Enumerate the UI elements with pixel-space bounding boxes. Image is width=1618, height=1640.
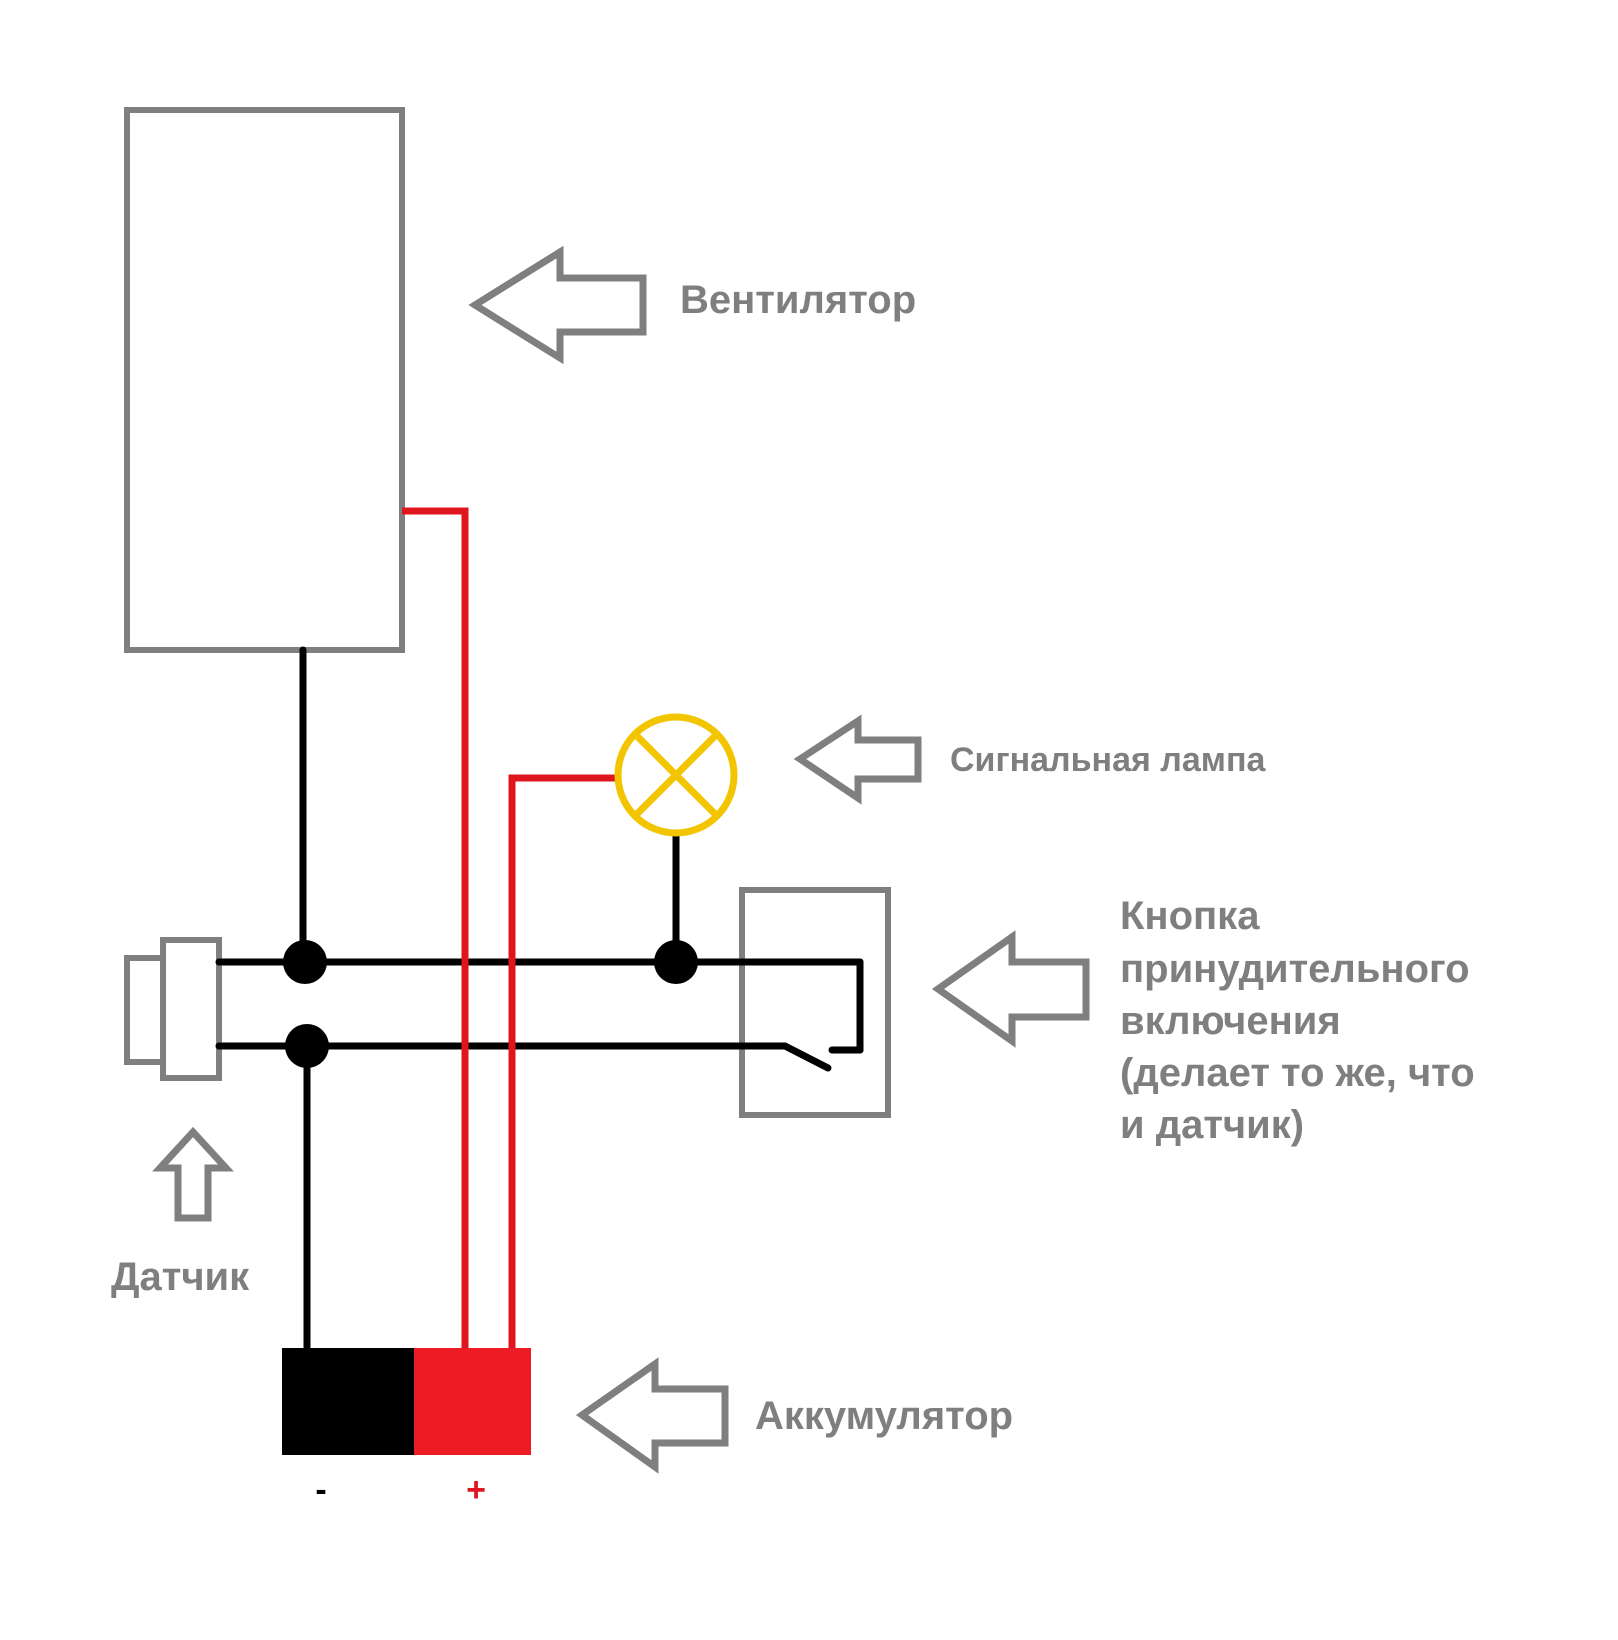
arrow-icon <box>931 930 1090 1048</box>
battery-label: Аккумулятор <box>755 1394 1013 1438</box>
button-label-line: Кнопка <box>1120 894 1260 938</box>
positive-wires <box>402 507 620 1348</box>
fan-box <box>124 107 405 653</box>
junction-dots <box>283 940 698 1068</box>
negative-wires <box>215 646 864 1352</box>
junction-dot-icon <box>283 940 327 984</box>
arrow-icon <box>793 714 922 805</box>
battery-plus-label: + <box>466 1471 486 1509</box>
signal-lamp-icon <box>614 713 738 837</box>
button-label-line: включения <box>1120 999 1341 1043</box>
button-box <box>739 887 891 1118</box>
button-label-line: и датчик) <box>1120 1103 1304 1147</box>
button-label-line: (делает то же, что <box>1120 1051 1475 1095</box>
sensor-symbol <box>124 937 222 1081</box>
button-label: Кнопка принудительного включения (делает… <box>1120 894 1475 1147</box>
lamp-label: Сигнальная лампа <box>950 741 1266 779</box>
sensor-label: Датчик <box>111 1255 250 1299</box>
arrow-icon <box>575 1357 729 1474</box>
arrow-icon <box>152 1126 234 1222</box>
junction-dot-icon <box>654 940 698 984</box>
arrow-icon <box>468 245 647 365</box>
battery-plus-terminal <box>414 1348 531 1455</box>
battery-minus-terminal <box>282 1348 414 1455</box>
button-label-line: принудительного <box>1120 947 1470 991</box>
junction-dot-icon <box>285 1024 329 1068</box>
fan-label: Вентилятор <box>680 278 916 322</box>
battery-minus-label: - <box>315 1471 326 1509</box>
